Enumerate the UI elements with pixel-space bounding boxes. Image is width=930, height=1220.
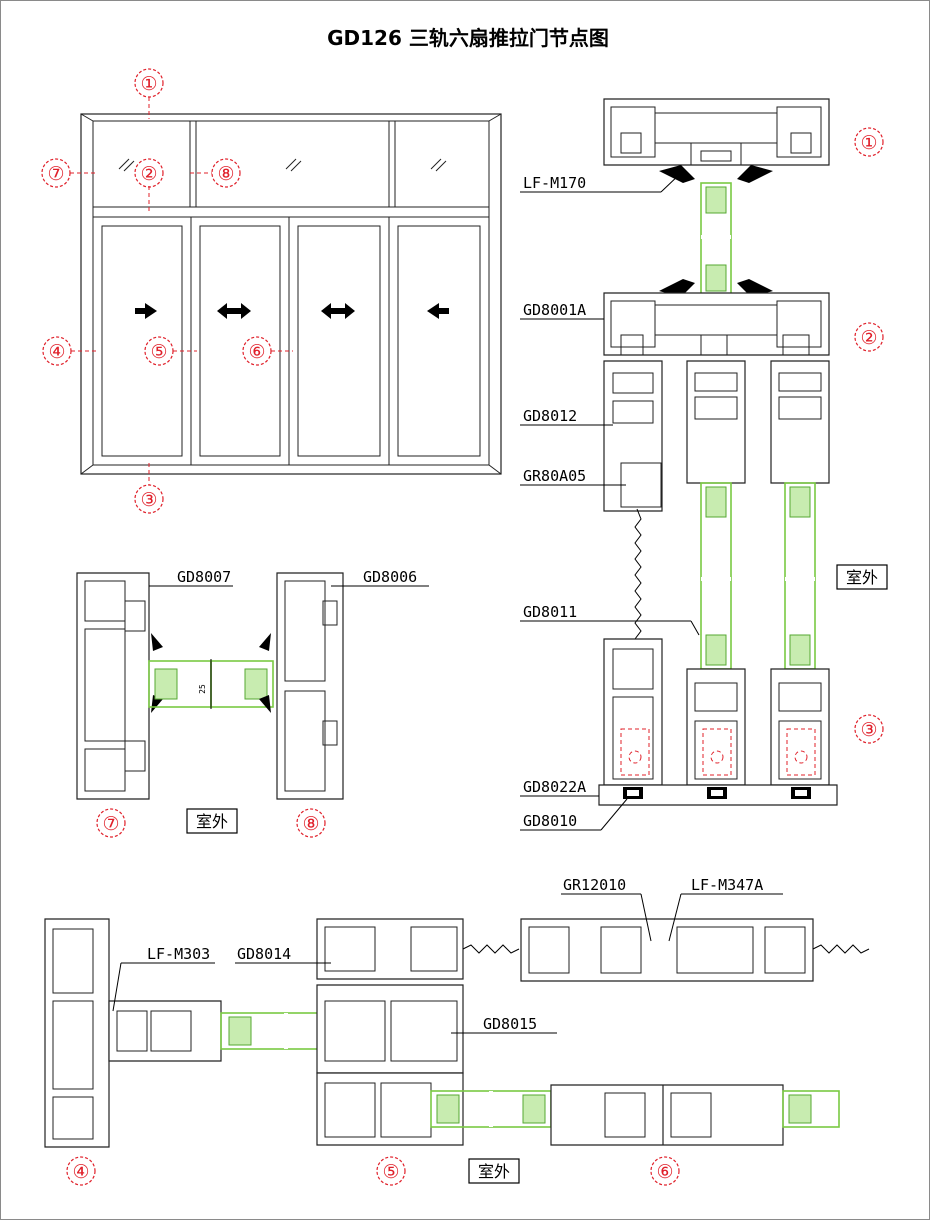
horizontal-section-labels: LF-M303 GD8014 GD8015 GR12010 LF-M347A ④… xyxy=(66,876,783,1186)
section-label-2: ② xyxy=(860,327,877,349)
label-gd8015: GD8015 xyxy=(483,1015,537,1033)
label-gd8012: GD8012 xyxy=(523,407,577,425)
label-gr80a05: GR80A05 xyxy=(523,467,586,485)
label-gd8014: GD8014 xyxy=(237,945,291,963)
marker-4: ④ xyxy=(48,341,65,363)
section-label-7: ⑦ xyxy=(102,813,119,835)
marker-6: ⑥ xyxy=(248,341,265,363)
elevation-view xyxy=(80,113,502,475)
label-gd8006: GD8006 xyxy=(363,568,417,586)
vertical-section xyxy=(598,98,838,806)
section-markers: ① ② ③ ④ ⑤ ⑥ ⑦ ⑧ xyxy=(41,68,293,514)
marker-7: ⑦ xyxy=(47,163,64,185)
exterior-label-bottom: 室外 xyxy=(478,1162,510,1181)
label-gr12010: GR12010 xyxy=(563,876,626,894)
arrow-double-icon xyxy=(217,303,251,319)
arrow-right-icon xyxy=(135,303,157,319)
label-gd8022a: GD8022A xyxy=(523,778,586,796)
label-lf-m303: LF-M303 xyxy=(147,945,210,963)
marker-1: ① xyxy=(140,73,157,95)
marker-2: ② xyxy=(140,163,157,185)
section-label-4: ④ xyxy=(72,1161,89,1183)
exterior-label: 室外 xyxy=(846,568,878,587)
section-label-5: ⑤ xyxy=(382,1161,399,1183)
marker-5: ⑤ xyxy=(150,341,167,363)
marker-3: ③ xyxy=(140,489,157,511)
section-label-3: ③ xyxy=(860,719,877,741)
vertical-section-labels: LF-M170 GD8001A GD8012 GR80A05 GD8011 GD… xyxy=(520,127,888,831)
section-7-8: 25 GD8007 GD8006 ⑦ ⑧ 室外 xyxy=(76,568,429,838)
section-label-8: ⑧ xyxy=(302,813,319,835)
page-title: GD126 三轨六扇推拉门节点图 xyxy=(327,26,609,50)
label-gd8007: GD8007 xyxy=(177,568,231,586)
arrow-double-icon xyxy=(321,303,355,319)
label-gd8010: GD8010 xyxy=(523,812,577,830)
dimension-25: 25 xyxy=(198,684,207,694)
marker-8: ⑧ xyxy=(217,163,234,185)
label-lf-m347a: LF-M347A xyxy=(691,876,763,894)
label-lf-m170: LF-M170 xyxy=(523,174,586,192)
label-gd8001a: GD8001A xyxy=(523,301,586,319)
label-gd8011: GD8011 xyxy=(523,603,577,621)
section-label-1: ① xyxy=(860,132,877,154)
section-label-6: ⑥ xyxy=(656,1161,673,1183)
exterior-label-78: 室外 xyxy=(196,812,228,831)
horizontal-section xyxy=(44,918,870,1148)
arrow-left-icon xyxy=(427,303,449,319)
